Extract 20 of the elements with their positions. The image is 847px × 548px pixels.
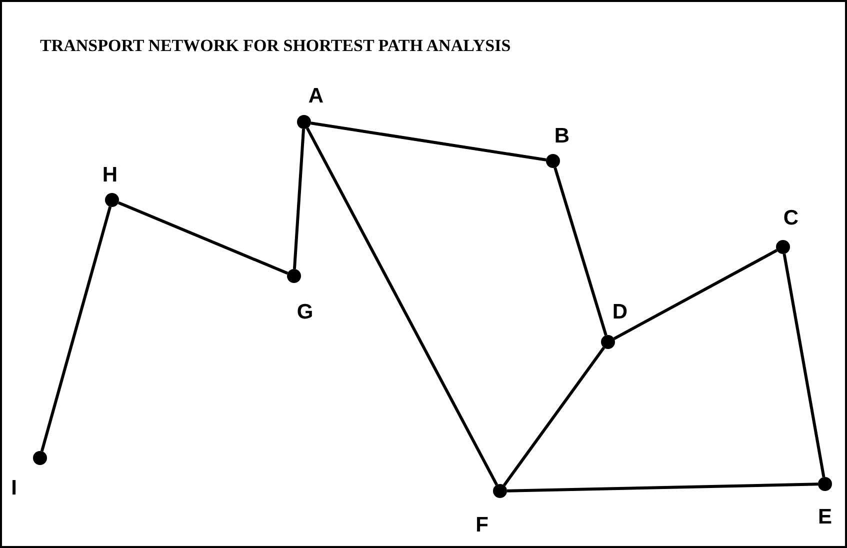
road-link bbox=[40, 206, 112, 452]
road-link bbox=[118, 201, 288, 275]
node-label: G bbox=[296, 302, 314, 322]
road-link bbox=[306, 127, 498, 486]
diagram-title: TRANSPORT NETWORK FOR SHORTEST PATH ANALYSIS bbox=[40, 36, 511, 56]
node-label: C bbox=[783, 208, 799, 228]
road-link bbox=[502, 346, 606, 486]
node-label: B bbox=[554, 126, 570, 146]
node-label: H bbox=[102, 164, 118, 186]
node-label: A bbox=[308, 86, 324, 106]
road-link bbox=[613, 249, 778, 340]
node-label: F bbox=[476, 514, 488, 536]
road-link bbox=[554, 167, 608, 336]
node-label: E bbox=[818, 506, 832, 528]
road-link bbox=[506, 482, 818, 492]
node-label: D bbox=[612, 302, 628, 322]
road-link bbox=[292, 128, 306, 270]
node-label: I bbox=[11, 478, 17, 498]
road-link bbox=[782, 254, 826, 478]
road-link bbox=[310, 122, 546, 162]
